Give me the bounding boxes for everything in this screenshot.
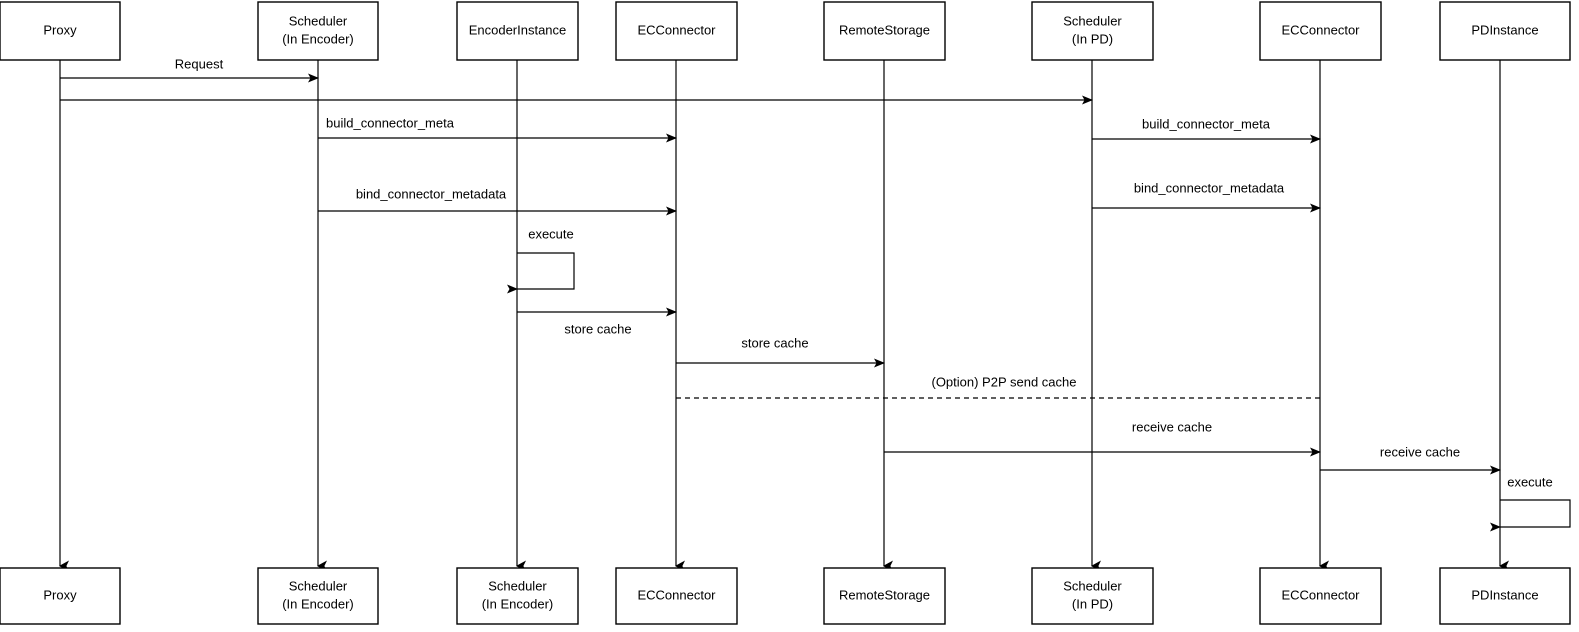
message-label: store cache — [741, 335, 808, 350]
participant-box[interactable] — [615, 1, 738, 61]
participant-label-line1: EncoderInstance — [469, 22, 567, 37]
message-m7[interactable]: store cache — [517, 307, 677, 336]
participant-top-pdinstance[interactable]: PDInstance — [1439, 1, 1571, 61]
participant-box[interactable] — [1031, 567, 1154, 625]
participant-label-line1: Proxy — [43, 587, 77, 602]
participant-top-encoder_inst[interactable]: EncoderInstance — [456, 1, 579, 61]
participant-box[interactable] — [257, 567, 379, 625]
participant-label-line1: ECConnector — [637, 22, 716, 37]
participant-box[interactable] — [456, 567, 579, 625]
self-message-s2[interactable]: execute — [1490, 474, 1571, 532]
message-label: receive cache — [1132, 419, 1212, 434]
bottom-participant-group: Proxy Scheduler (In Encoder) Scheduler (In E… — [0, 567, 1571, 625]
participant-bottom-pdinstance_b[interactable]: PDInstance — [1439, 567, 1571, 625]
message-m8[interactable]: store cache — [676, 335, 885, 368]
participant-label-line1: Scheduler — [1063, 13, 1122, 28]
participant-bottom-sched_enc_b2[interactable]: Scheduler (In Encoder) — [456, 567, 579, 625]
participant-box[interactable] — [257, 1, 379, 61]
participant-box[interactable] — [823, 1, 946, 61]
message-label: store cache — [564, 321, 631, 336]
participant-label-line1: Scheduler — [488, 578, 547, 593]
participant-top-ecconnector_l[interactable]: ECConnector — [615, 1, 738, 61]
participant-box[interactable] — [1439, 567, 1571, 625]
participant-box[interactable] — [1439, 1, 1571, 61]
participant-bottom-ecconnector_lb[interactable]: ECConnector — [615, 567, 738, 625]
participant-label-line1: ECConnector — [1281, 22, 1360, 37]
participant-label-line2: (In Encoder) — [282, 596, 354, 611]
participant-bottom-sched_pd_b[interactable]: Scheduler (In PD) — [1031, 567, 1154, 625]
participant-bottom-ecconnector_rb[interactable]: ECConnector — [1259, 567, 1382, 625]
participant-box[interactable] — [1031, 1, 1154, 61]
participant-bottom-proxy_b[interactable]: Proxy — [0, 567, 121, 625]
participant-label-line2: (In Encoder) — [282, 31, 354, 46]
message-m11[interactable]: receive cache — [1320, 444, 1501, 475]
participant-label-line1: PDInstance — [1471, 587, 1538, 602]
participant-top-sched_pd[interactable]: Scheduler (In PD) — [1031, 1, 1154, 61]
message-m9[interactable]: (Option) P2P send cache — [676, 374, 1320, 399]
participant-label-line1: Scheduler — [289, 578, 348, 593]
message-label: bind_connector_metadata — [1134, 180, 1285, 195]
participant-label-line1: RemoteStorage — [839, 587, 930, 602]
participant-label-line2: (In PD) — [1072, 596, 1113, 611]
message-m4[interactable]: build_connector_meta — [1092, 116, 1321, 144]
message-label: Request — [175, 56, 224, 71]
message-label: bind_connector_metadata — [356, 186, 507, 201]
self-message-path — [1490, 499, 1571, 532]
message-m1[interactable]: Request — [60, 56, 319, 83]
participant-bottom-sched_enc_b[interactable]: Scheduler (In Encoder) — [257, 567, 379, 625]
participant-label-line1: ECConnector — [1281, 587, 1360, 602]
participant-label-line2: (In Encoder) — [482, 596, 554, 611]
participant-label-line1: ECConnector — [637, 587, 716, 602]
participant-top-ecconnector_r[interactable]: ECConnector — [1259, 1, 1382, 61]
participant-box[interactable] — [0, 567, 121, 625]
self-message-label: execute — [1507, 474, 1553, 489]
participant-box[interactable] — [1259, 567, 1382, 625]
self-message-label: execute — [528, 226, 574, 241]
message-label: build_connector_meta — [1142, 116, 1271, 131]
self-message-s1[interactable]: execute — [507, 226, 575, 294]
participant-top-remotestorage[interactable]: RemoteStorage — [823, 1, 946, 61]
participant-box[interactable] — [1259, 1, 1382, 61]
participant-box[interactable] — [823, 567, 946, 625]
message-m6[interactable]: bind_connector_metadata — [1092, 180, 1321, 213]
messages-group: Request build_connector_meta build_connect… — [60, 56, 1501, 475]
participant-label-line2: (In PD) — [1072, 31, 1113, 46]
self-messages-group: execute execute — [507, 226, 1571, 532]
message-m3[interactable]: build_connector_meta — [318, 115, 677, 143]
participant-bottom-remotestorage_b[interactable]: RemoteStorage — [823, 567, 946, 625]
participant-box[interactable] — [0, 1, 121, 61]
participant-label-line1: Scheduler — [289, 13, 348, 28]
participant-top-sched_enc[interactable]: Scheduler (In Encoder) — [257, 1, 379, 61]
participant-label-line1: Proxy — [43, 22, 77, 37]
message-label: build_connector_meta — [326, 115, 455, 130]
message-label: receive cache — [1380, 444, 1460, 459]
message-m5[interactable]: bind_connector_metadata — [318, 186, 677, 216]
participant-top-proxy[interactable]: Proxy — [0, 1, 121, 61]
top-participant-group: Proxy Scheduler (In Encoder) EncoderInstanc… — [0, 1, 1571, 61]
participant-label-line1: Scheduler — [1063, 578, 1122, 593]
self-message-path — [507, 252, 575, 294]
message-label: (Option) P2P send cache — [931, 374, 1076, 389]
participant-label-line1: PDInstance — [1471, 22, 1538, 37]
lifeline-lines-group — [59, 60, 1509, 572]
participant-box[interactable] — [615, 567, 738, 625]
message-m10[interactable]: receive cache — [884, 419, 1321, 457]
participant-label-line1: RemoteStorage — [839, 22, 930, 37]
